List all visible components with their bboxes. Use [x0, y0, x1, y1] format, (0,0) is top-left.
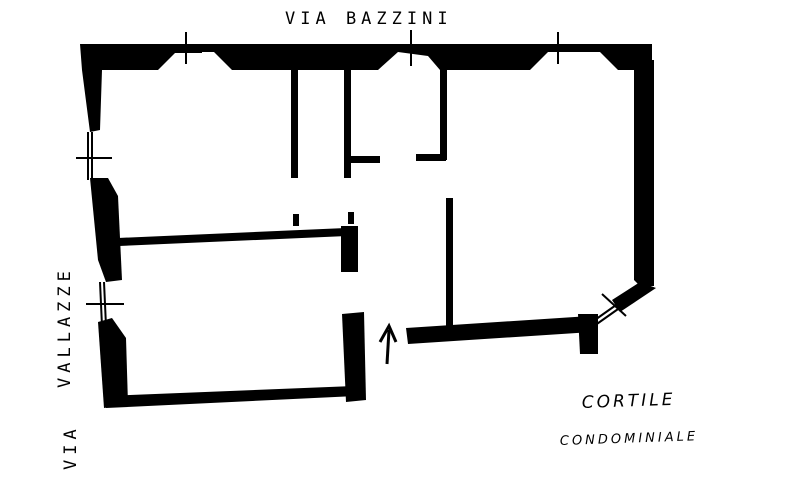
partition-1: [291, 70, 298, 178]
right-wall: [634, 60, 654, 286]
window-top-2: [396, 30, 426, 66]
partition-2: [344, 70, 351, 178]
left-wall-lower: [98, 318, 128, 408]
window-top-1: [170, 32, 202, 64]
windows: [76, 30, 629, 327]
arrow-up-icon: [378, 322, 398, 365]
bottom-wall-pier: [578, 314, 598, 354]
partition-5: [440, 70, 447, 160]
partition-3: [344, 156, 380, 163]
top-wall: [80, 44, 652, 132]
window-left-1: [76, 132, 112, 180]
window-left-2: [86, 281, 124, 327]
partition-4: [416, 154, 446, 161]
partition-7: [293, 214, 299, 226]
partition-8: [348, 212, 354, 224]
street-label-left-name: VALLAZZE: [55, 266, 75, 388]
pier-lower: [342, 312, 366, 402]
partition-6: [446, 198, 453, 328]
courtyard-label-1: CORTILE: [581, 390, 675, 413]
courtyard-label-2: CONDOMINIALE: [560, 429, 699, 449]
pier-upper: [341, 226, 358, 272]
street-label-left-via: VIA: [61, 424, 81, 470]
room-divider: [118, 228, 347, 246]
inner-walls: [118, 70, 453, 402]
bottom-wall-left: [104, 386, 356, 408]
window-top-3: [542, 32, 574, 64]
window-corner: [591, 293, 629, 327]
bottom-wall-right: [406, 316, 592, 344]
left-wall-upper: [90, 178, 122, 282]
outer-walls: [80, 44, 656, 408]
street-label-top: VIA BAZZINI: [285, 9, 453, 29]
